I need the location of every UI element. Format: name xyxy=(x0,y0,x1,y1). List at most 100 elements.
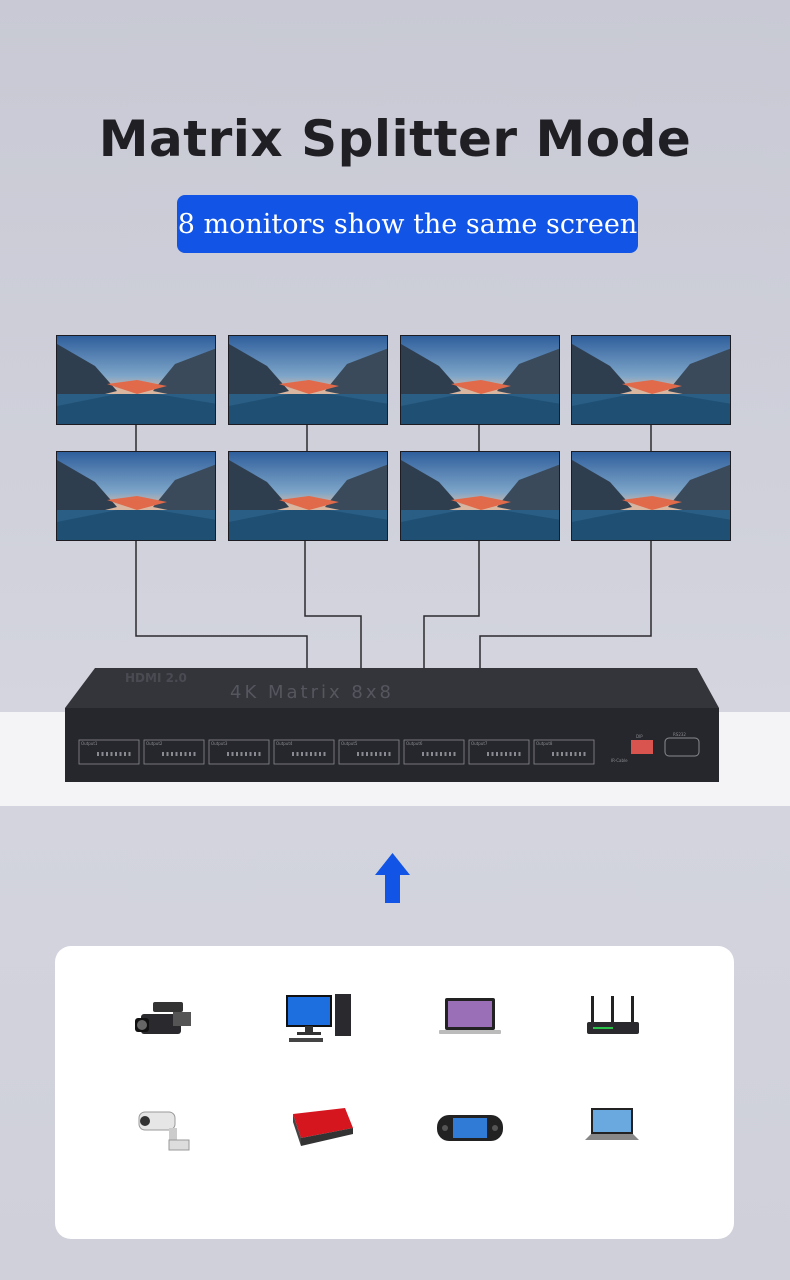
port-pin xyxy=(110,752,113,756)
port-pin xyxy=(444,752,447,756)
monitor-7 xyxy=(400,451,560,541)
port-pin xyxy=(319,752,321,756)
port-pin xyxy=(384,752,386,756)
port-pin xyxy=(166,752,169,756)
page-title: Matrix Splitter Mode xyxy=(98,110,692,168)
port-pin xyxy=(361,752,364,756)
port-pin xyxy=(505,752,507,756)
port-pin xyxy=(453,752,456,756)
port-pin xyxy=(565,752,568,756)
port-pin xyxy=(189,752,191,756)
port-pin xyxy=(422,752,424,756)
port-pin xyxy=(119,752,122,756)
desktop-computer-icon xyxy=(286,994,351,1042)
output-port-block xyxy=(468,739,530,765)
media-box-icon xyxy=(293,1108,353,1146)
arrow-up-icon xyxy=(375,853,410,903)
port-pin xyxy=(171,752,173,756)
port-pin xyxy=(426,752,429,756)
port-pin xyxy=(388,752,391,756)
port-pin xyxy=(323,752,326,756)
model-label: 4K Matrix 8x8 xyxy=(230,682,394,703)
output-port-block xyxy=(273,739,335,765)
port-pin xyxy=(500,752,503,756)
monitor-1 xyxy=(56,335,216,425)
port-pin xyxy=(509,752,512,756)
rs232-label: RS232 xyxy=(673,732,686,737)
monitor-2 xyxy=(228,335,388,425)
output-port-block xyxy=(78,739,140,765)
port-pin xyxy=(305,752,308,756)
output-port-label: Output7 xyxy=(471,741,488,746)
port-pin xyxy=(487,752,489,756)
port-pin xyxy=(184,752,187,756)
port-pin xyxy=(491,752,494,756)
port-pin xyxy=(175,752,178,756)
monitor-6 xyxy=(228,451,388,541)
subtitle-text: 8 monitors show the same screen xyxy=(177,208,638,240)
port-pin xyxy=(379,752,382,756)
port-pin xyxy=(496,752,498,756)
port-pin xyxy=(292,752,294,756)
port-pin xyxy=(561,752,563,756)
port-pin xyxy=(314,752,317,756)
output-port-label: Output6 xyxy=(406,741,423,746)
port-pin xyxy=(254,752,256,756)
port-pin xyxy=(162,752,164,756)
output-port-block xyxy=(208,739,270,765)
port-pin xyxy=(231,752,234,756)
port-pin xyxy=(579,752,581,756)
port-pin xyxy=(236,752,238,756)
port-pin xyxy=(449,752,451,756)
port-pin xyxy=(435,752,438,756)
port-pin xyxy=(115,752,117,756)
port-pin xyxy=(556,752,559,756)
output-port-block xyxy=(403,739,465,765)
port-pin xyxy=(375,752,377,756)
port-pin xyxy=(574,752,577,756)
output-port-label: Output4 xyxy=(276,741,293,746)
port-pin xyxy=(440,752,442,756)
port-pin xyxy=(180,752,182,756)
port-pin xyxy=(240,752,243,756)
laptop-icon xyxy=(439,998,501,1034)
output-port-label: Output1 xyxy=(81,741,98,746)
port-pin xyxy=(310,752,312,756)
output-port-block xyxy=(533,739,595,765)
source-devices-card xyxy=(55,946,734,1239)
port-pin xyxy=(301,752,303,756)
dip-label: DIP xyxy=(636,734,643,739)
port-pin xyxy=(583,752,586,756)
port-pin xyxy=(514,752,516,756)
output-port-label: Output3 xyxy=(211,741,228,746)
output-port-label: Output5 xyxy=(341,741,358,746)
port-pin xyxy=(97,752,99,756)
monitor-3 xyxy=(400,335,560,425)
output-port-block xyxy=(338,739,400,765)
port-pin xyxy=(258,752,261,756)
brand-label: HDMI 2.0 xyxy=(125,671,187,685)
port-pin xyxy=(128,752,131,756)
video-camera-icon xyxy=(135,1002,191,1034)
port-pin xyxy=(370,752,373,756)
output-port-label: Output2 xyxy=(146,741,163,746)
ir-label: IR-Cable xyxy=(611,758,628,763)
handheld-console-icon xyxy=(437,1115,503,1141)
port-pin xyxy=(245,752,247,756)
notebook-icon xyxy=(585,1108,639,1140)
subtitle-badge: 8 monitors show the same screen xyxy=(177,195,638,253)
port-pin xyxy=(357,752,359,756)
port-pin xyxy=(124,752,126,756)
matrix-switch-device: HDMI 2.0 4K Matrix 8x8 Output1 Output2 Out… xyxy=(65,668,719,782)
port-pin xyxy=(296,752,299,756)
monitor-8 xyxy=(571,451,731,541)
port-pin xyxy=(106,752,108,756)
port-pin xyxy=(366,752,368,756)
router-icon xyxy=(587,996,639,1034)
port-pin xyxy=(249,752,252,756)
port-pin xyxy=(193,752,196,756)
output-port-label: Output8 xyxy=(536,741,553,746)
monitor-4 xyxy=(571,335,731,425)
port-pin xyxy=(552,752,554,756)
port-pin xyxy=(518,752,521,756)
